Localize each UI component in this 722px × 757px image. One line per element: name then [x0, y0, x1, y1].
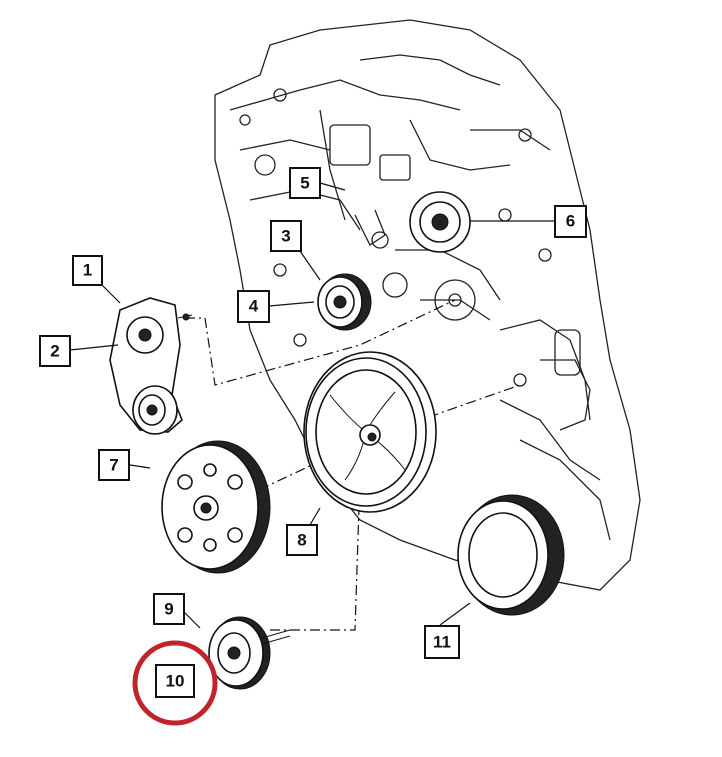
callout-9: 9	[153, 593, 185, 625]
upper-pulley	[409, 191, 471, 253]
callout-label: 2	[50, 341, 59, 360]
belt-path-tensioner	[185, 299, 456, 386]
callout-label: 11	[433, 632, 451, 651]
lower-idler-pulley	[208, 616, 291, 690]
callout-6: 6	[554, 205, 587, 238]
callout-2: 2	[39, 335, 71, 367]
callout-5: 5	[289, 167, 321, 199]
callout-label: 6	[566, 211, 575, 230]
callout-1: 1	[72, 255, 103, 286]
callout-4: 4	[237, 290, 270, 323]
callout-8: 8	[286, 524, 318, 556]
callout-10: 10	[155, 664, 195, 698]
leader-lines	[69, 182, 555, 629]
belt-path-idler	[270, 474, 361, 631]
mid-idler-pulley	[317, 273, 372, 331]
callout-label: 1	[83, 260, 92, 279]
callout-11: 11	[424, 625, 460, 659]
callout-label: 7	[109, 455, 118, 474]
callout-label: 10	[166, 671, 185, 690]
compressor-pulley	[457, 494, 565, 616]
callout-label: 4	[249, 296, 259, 315]
callout-label: 8	[297, 530, 306, 549]
callout-7: 7	[98, 449, 130, 481]
lower-left-pulley	[161, 440, 271, 574]
callout-3: 3	[270, 220, 302, 252]
callout-label: 3	[281, 226, 290, 245]
callout-label: 9	[164, 599, 173, 618]
highlight-circle	[132, 640, 218, 726]
belt-tensioner	[109, 297, 193, 435]
crankshaft-damper	[303, 351, 437, 513]
callout-label: 5	[300, 173, 309, 192]
